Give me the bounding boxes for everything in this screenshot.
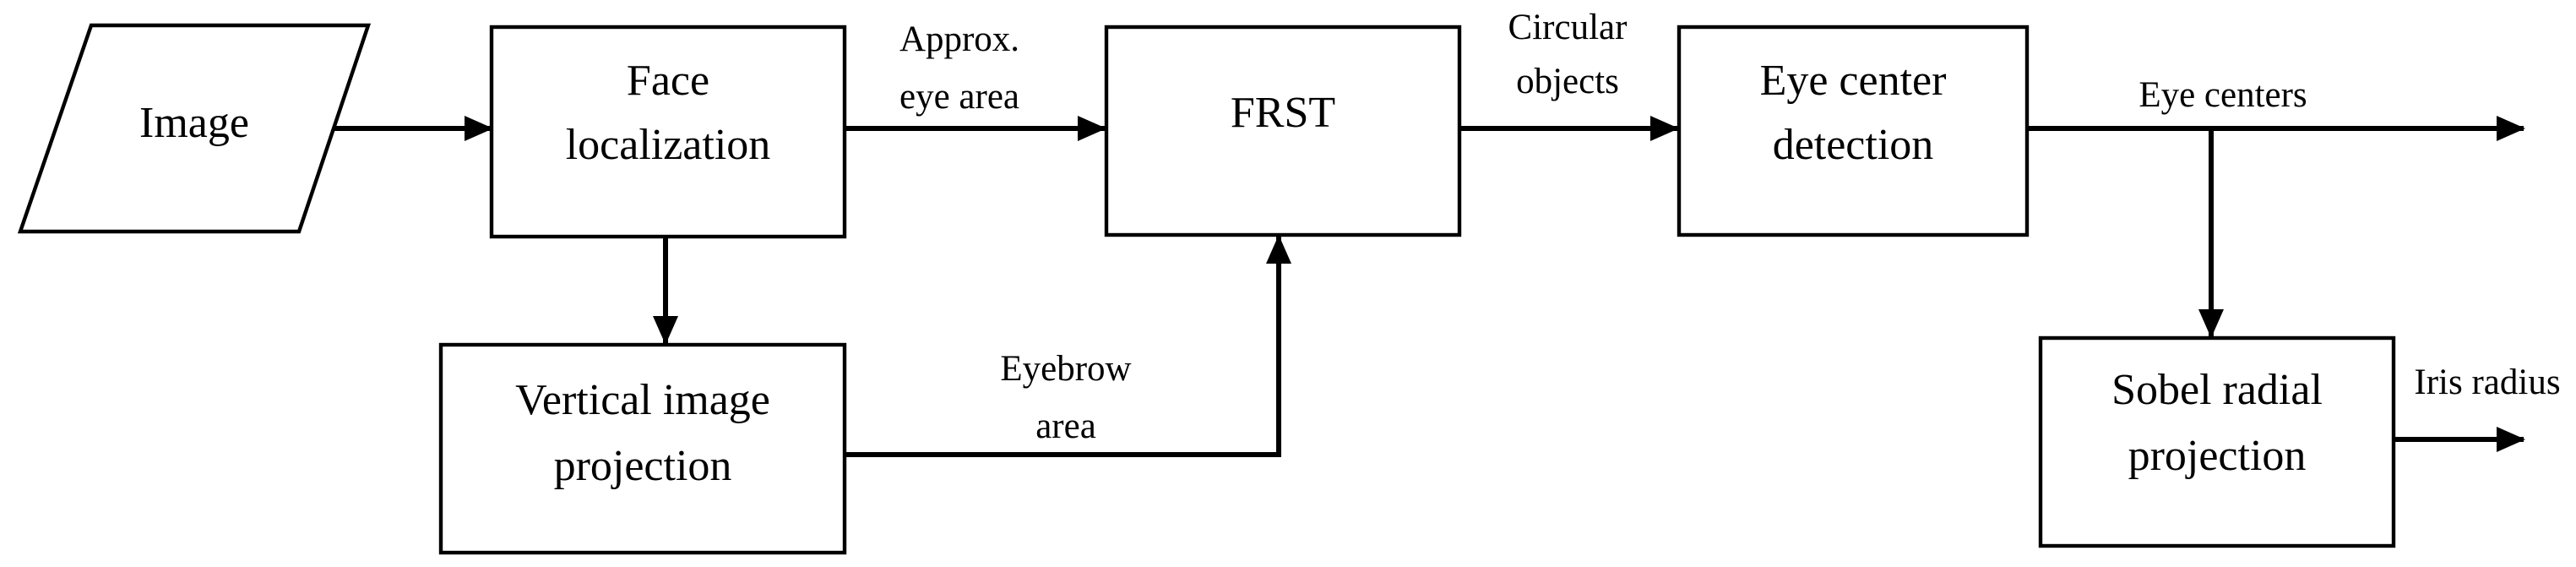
image-label: Image bbox=[139, 99, 249, 147]
sobel-radial-projection-box bbox=[2038, 335, 2396, 548]
eyebrow-area-line1: Eyebrow bbox=[1000, 349, 1131, 389]
face-localization-box bbox=[489, 25, 847, 239]
edge-vertical-to-frst bbox=[845, 235, 1291, 457]
edge-labels: Approx. eye area Eyebrow area Circular o… bbox=[899, 8, 2561, 446]
vertical-projection-box bbox=[438, 342, 847, 555]
circular-objects-line2: objects bbox=[1516, 62, 1619, 101]
node-face-localization: Face localization bbox=[489, 25, 847, 239]
approx-eye-area-line2: eye area bbox=[899, 77, 1019, 117]
sobel-radial-projection-line1: Sobel radial bbox=[2111, 366, 2323, 414]
frst-box bbox=[1104, 25, 1462, 237]
eye-center-detection-box bbox=[1677, 25, 2030, 237]
sobel-radial-projection-line2: projection bbox=[2128, 432, 2307, 480]
eye-center-detection-line1: Eye center bbox=[1760, 57, 1947, 105]
iris-radius-label: Iris radius bbox=[2414, 363, 2560, 402]
eye-center-detection-line2: detection bbox=[1773, 121, 1934, 169]
node-vertical-projection: Vertical image projection bbox=[438, 342, 847, 555]
edges bbox=[326, 116, 2525, 457]
node-eye-center-detection: Eye center detection bbox=[1677, 25, 2030, 237]
circular-objects-line1: Circular bbox=[1508, 8, 1628, 47]
image-input-parallelogram bbox=[17, 23, 372, 234]
node-frst: FRST bbox=[1104, 25, 1462, 237]
face-localization-line2: localization bbox=[566, 121, 771, 169]
frst-label: FRST bbox=[1231, 89, 1335, 137]
eye-centers-label: Eye centers bbox=[2139, 75, 2307, 115]
approx-eye-area-line1: Approx. bbox=[899, 19, 1019, 59]
face-localization-line1: Face bbox=[627, 57, 709, 105]
vertical-projection-line1: Vertical image bbox=[515, 376, 770, 424]
vertical-projection-line2: projection bbox=[554, 442, 732, 490]
node-sobel-radial-projection: Sobel radial projection bbox=[2038, 335, 2396, 548]
node-image: Image bbox=[17, 23, 372, 234]
eyebrow-area-line2: area bbox=[1035, 406, 1096, 446]
